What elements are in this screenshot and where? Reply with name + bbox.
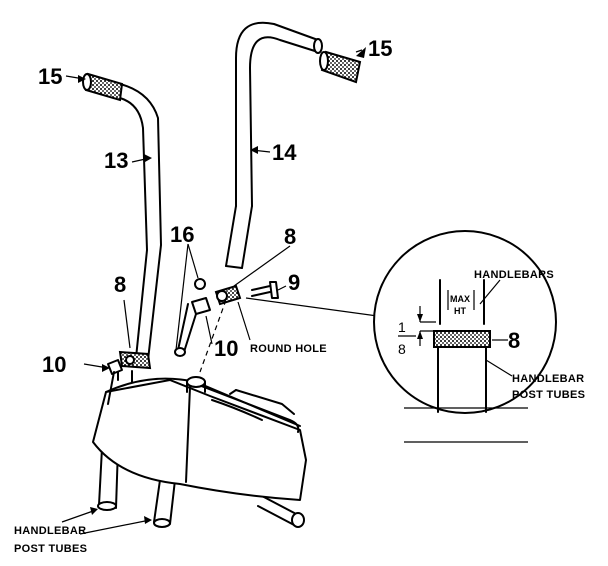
round-hole-label: ROUND HOLE (250, 343, 327, 355)
detail-fraction-numerator: 1 (398, 319, 406, 335)
grip-right (319, 50, 362, 84)
callout-10-left: 10 (42, 352, 66, 377)
callout-15-left: 15 (38, 64, 62, 89)
mower-housing (92, 369, 307, 528)
clamp-bolt-left (118, 350, 152, 370)
handlebar-right (225, 21, 323, 269)
clamp-bolt-right (214, 284, 242, 306)
callout-8-right: 8 (284, 224, 296, 249)
callout-13: 13 (104, 148, 128, 173)
washer-16 (194, 278, 206, 290)
detail-fraction-denominator: 8 (398, 341, 406, 357)
nut-10-center (174, 297, 211, 357)
post-tubes-label-line1: HANDLEBAR (14, 525, 86, 537)
detail-callout-8: 8 (508, 328, 520, 353)
callout-9: 9 (288, 270, 300, 295)
callout-14: 14 (272, 140, 297, 165)
detail-post-tubes-line2: POST TUBES (512, 389, 585, 401)
leaders (61, 47, 393, 535)
detail-handlebars-label: HANDLEBARS (474, 269, 554, 281)
screw-9 (251, 281, 279, 299)
detail-inset (373, 230, 557, 414)
callout-16: 16 (170, 222, 194, 247)
callout-8-left: 8 (114, 272, 126, 297)
grip-left (82, 72, 124, 102)
nut-10-left (107, 359, 123, 405)
detail-post-tubes-line1: HANDLEBAR (512, 373, 584, 385)
callout-10-center: 10 (214, 336, 238, 361)
detail-max-label: MAX (450, 294, 470, 304)
detail-ht-label: HT (454, 306, 466, 316)
post-tubes-label-line2: POST TUBES (14, 543, 87, 555)
callout-15-right: 15 (368, 36, 392, 61)
